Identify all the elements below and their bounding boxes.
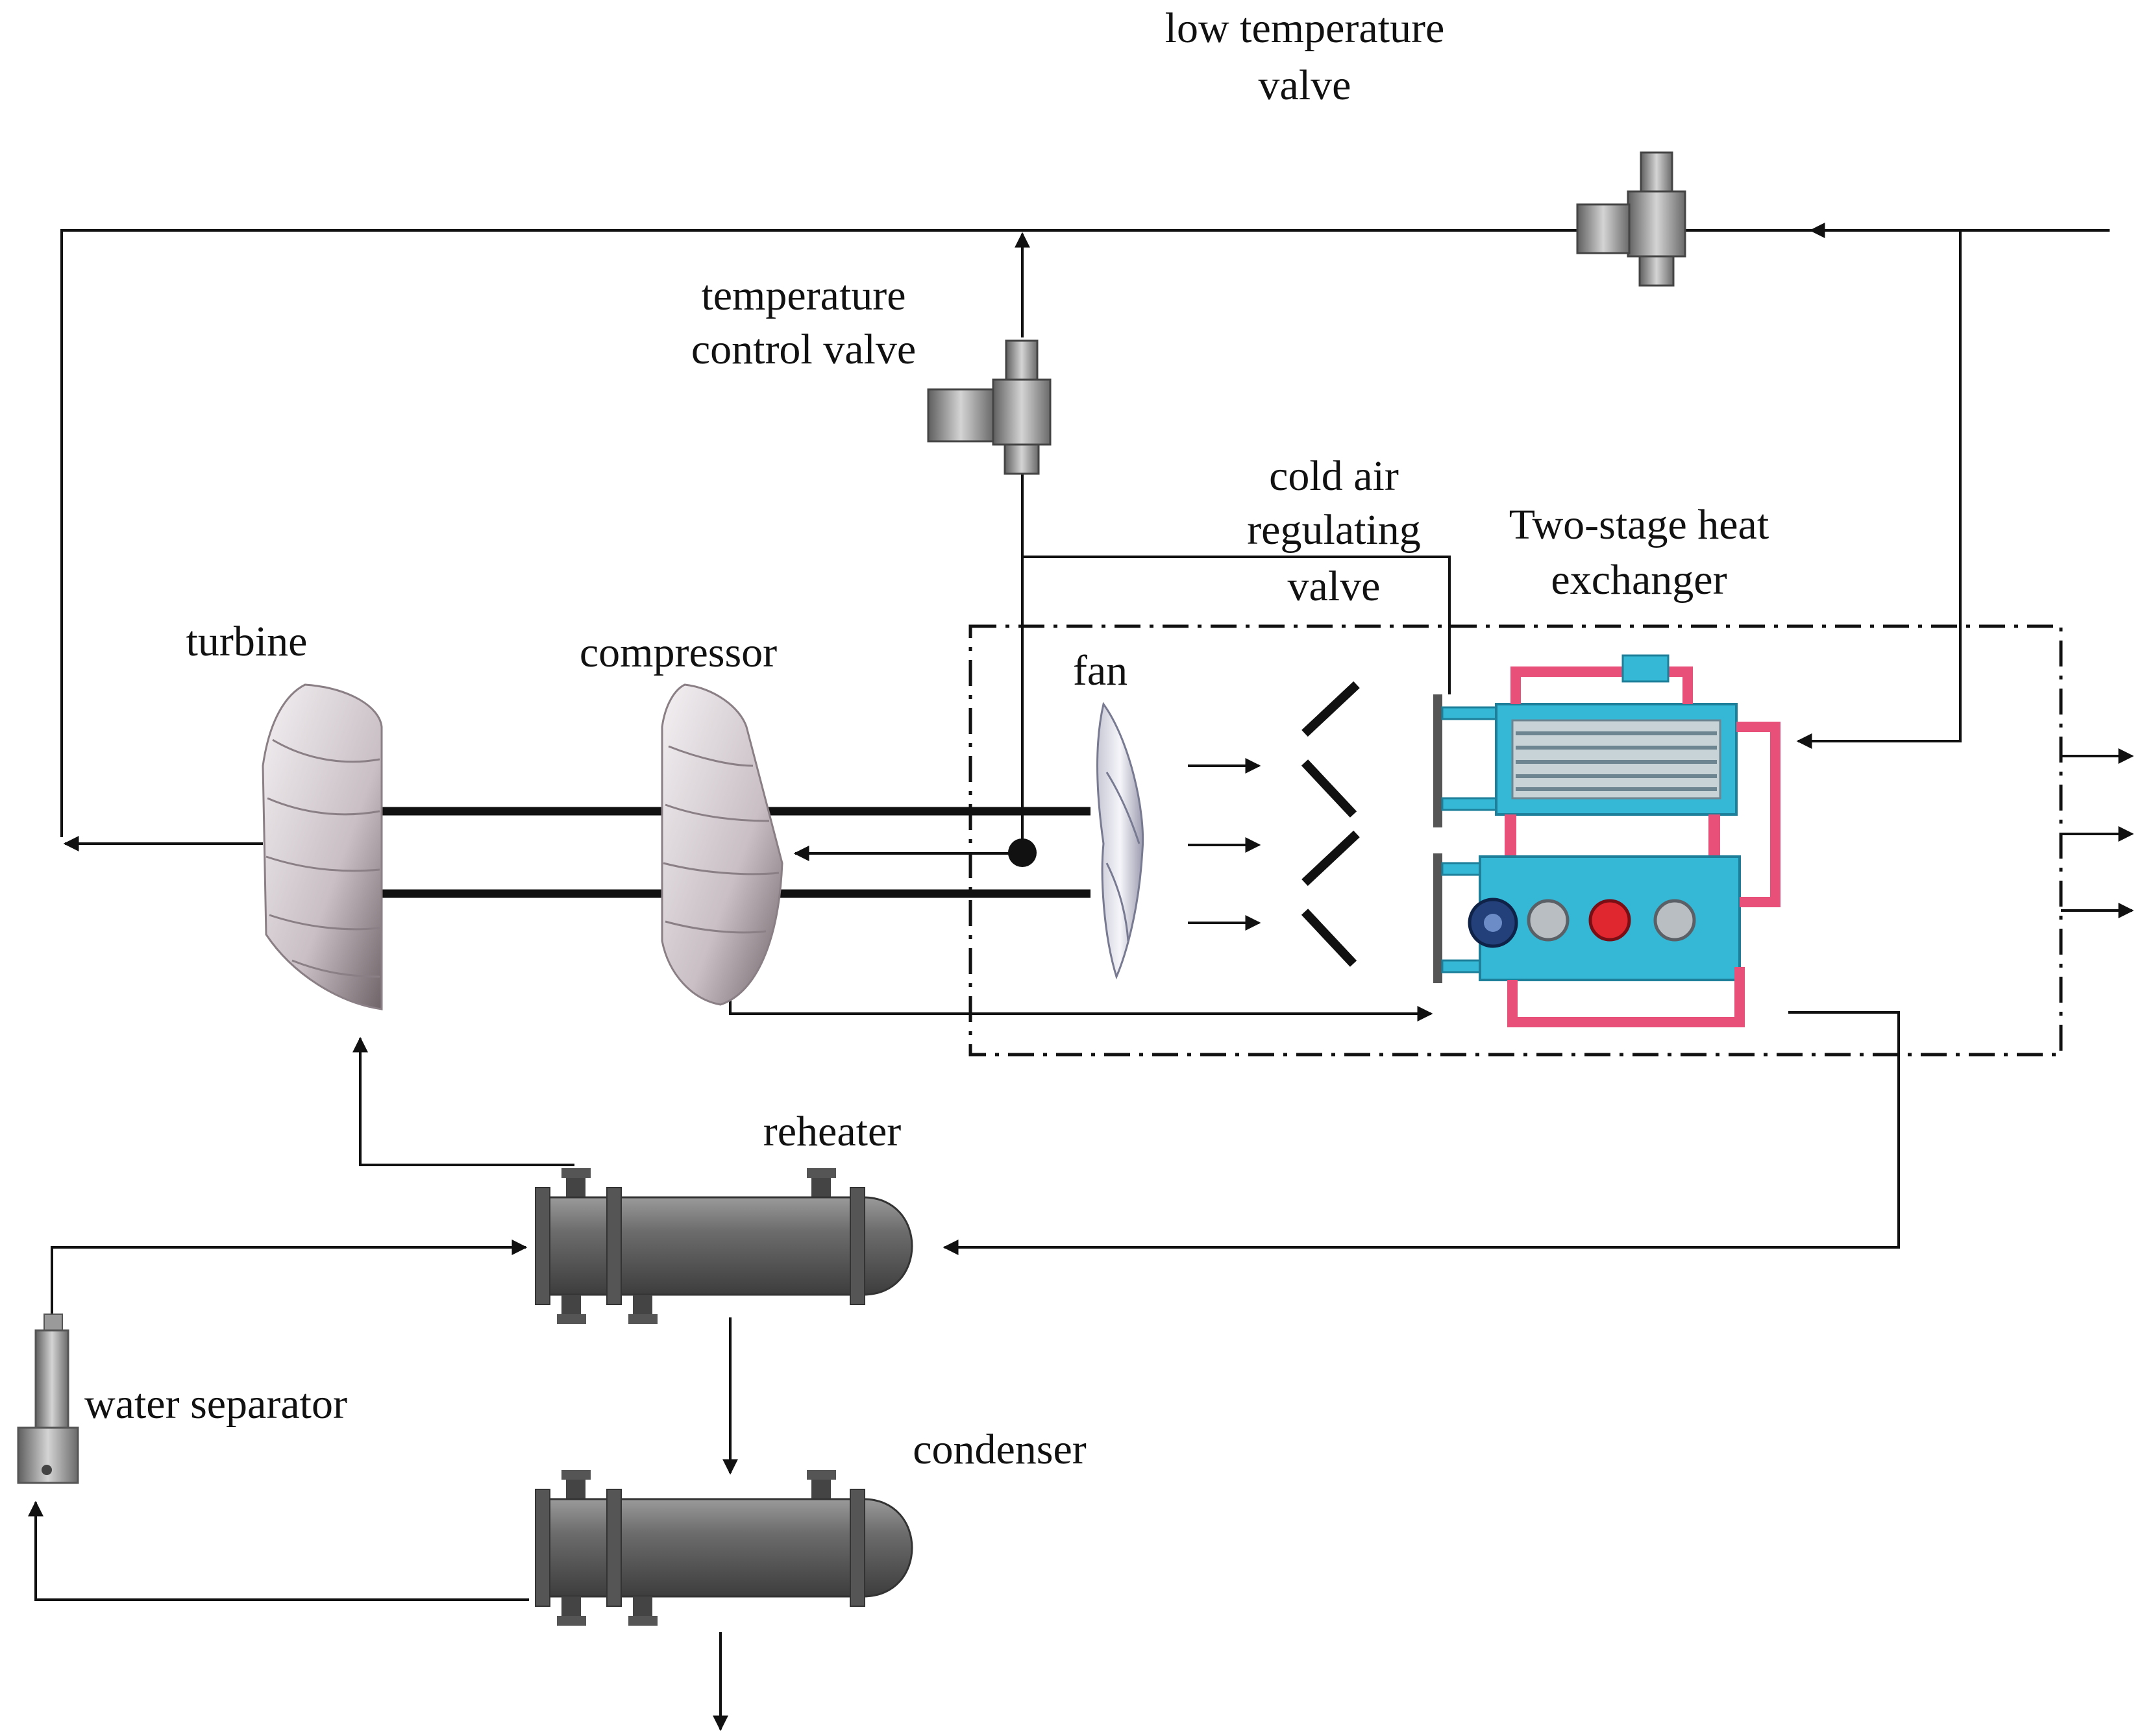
exchanger-bottom-pipe — [1507, 967, 1745, 1027]
heat-exchanger-boundary — [968, 624, 2063, 1057]
bleed-junction-dot — [1008, 838, 1037, 867]
label-compressor: compressor — [580, 629, 777, 676]
label-turbine: turbine — [186, 618, 308, 665]
label-reheater: reheater — [763, 1108, 901, 1155]
label-two-stage-heat-exchanger-line2: exchanger — [1551, 556, 1727, 604]
reheater-to-turbine-line — [352, 1036, 574, 1166]
flow-lines — [28, 223, 2134, 1731]
reheater-vessel — [535, 1168, 913, 1324]
exchanger-port-grey-1 — [1527, 899, 1570, 942]
label-cold-air-regulating-valve-line1: cold air — [1269, 452, 1399, 500]
condenser-to-separator-line — [28, 1500, 529, 1601]
water-separator — [17, 1314, 79, 1484]
turbine-impeller — [262, 683, 383, 1010]
exchanger-side-pipe — [1736, 722, 1781, 907]
exchanger-to-reheater-line — [943, 1011, 1900, 1255]
hot-inlet-branch — [1796, 230, 1962, 749]
label-cold-air-regulating-valve-line2: regulating — [1247, 506, 1421, 554]
label-low-temperature-valve-line2: valve — [1259, 62, 1351, 109]
label-condenser: condenser — [913, 1426, 1087, 1473]
labels: low temperature valve temperature contro… — [84, 5, 1769, 1473]
label-cold-air-regulating-valve-line3: valve — [1288, 563, 1381, 610]
condenser-vessel — [535, 1470, 913, 1626]
exchanger-port-grey-2 — [1653, 899, 1696, 942]
exchanger-top-pipe — [1510, 666, 1693, 704]
exchanger-flange-lower — [1433, 853, 1442, 983]
separator-to-reheater-line — [51, 1240, 528, 1317]
cold-air-regulating-louvres — [1301, 681, 1360, 967]
label-water-separator: water separator — [84, 1380, 347, 1428]
label-temperature-control-valve-line2: control valve — [691, 326, 916, 373]
compressor-to-exchanger-line — [729, 993, 1433, 1021]
exchanger-port-red — [1588, 899, 1631, 942]
top-bypass-line — [60, 229, 2110, 837]
label-two-stage-heat-exchanger-line1: Two-stage heat — [1509, 501, 1769, 548]
cold-air-valve-line — [1022, 556, 1451, 694]
temperature-control-valve — [927, 339, 1052, 475]
exchanger-flange-upper — [1433, 694, 1442, 827]
label-fan: fan — [1073, 647, 1127, 694]
two-stage-heat-exchanger — [1433, 654, 1781, 1027]
label-low-temperature-valve-line1: low temperature — [1165, 5, 1445, 52]
compressor-impeller — [661, 683, 783, 1006]
label-temperature-control-valve-line1: temperature — [701, 272, 906, 319]
fan-rotor — [1096, 702, 1144, 980]
low-temperature-valve — [1576, 151, 1686, 287]
